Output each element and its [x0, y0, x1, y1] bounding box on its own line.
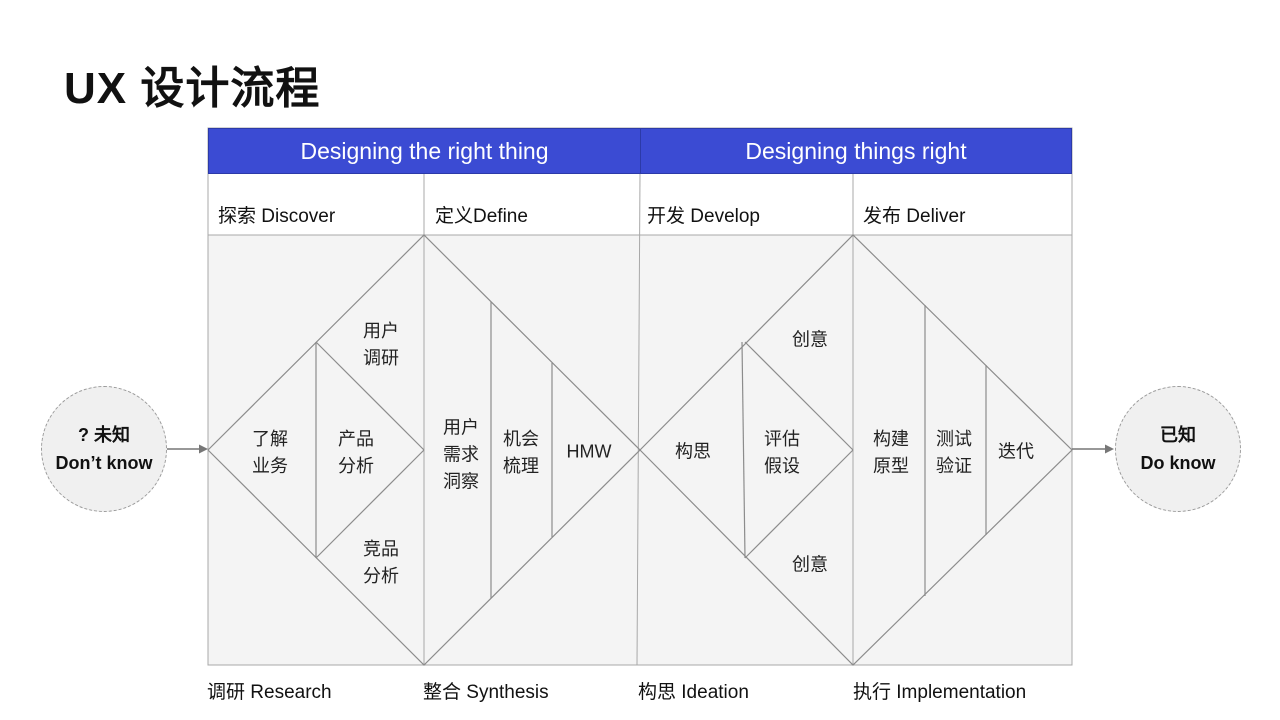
phase-panel-define — [424, 235, 640, 665]
item-user-needs-insight: 用户 需求 洞察 — [443, 417, 479, 492]
item-iterate: 迭代 — [998, 441, 1034, 462]
stage-label-ideation: 构思 Ideation — [638, 682, 749, 703]
header-designing-right-thing: Designing the right thing — [208, 128, 641, 174]
arrow-head — [1105, 444, 1114, 454]
item-product-analysis: 产品 分析 — [338, 429, 374, 476]
stage-label-implementation: 执行 Implementation — [853, 682, 1027, 703]
item-creative-top: 创意 — [792, 329, 828, 350]
start-node-dont-know: ? 未知 Don’t know — [41, 386, 167, 512]
end-node-do-know: 已知 Do know — [1115, 386, 1241, 512]
start-node-line1: ? 未知 — [78, 425, 130, 445]
item-evaluate-hypothesis: 评估 假设 — [764, 429, 800, 476]
item-build-prototype: 构建 原型 — [873, 429, 909, 476]
page-title: UX 设计流程 — [64, 64, 321, 113]
phase-panel-deliver — [853, 235, 1072, 665]
diamond-develop-edge — [639, 234, 1073, 666]
phase-label-discover: 探索 Discover — [218, 206, 336, 227]
discover-inner-line — [315, 449, 425, 559]
stage-label-synthesis: 整合 Synthesis — [423, 682, 549, 703]
column-divider — [636, 173, 641, 666]
phase-label-define: 定义Define — [435, 206, 528, 227]
item-creative-bottom: 创意 — [792, 554, 828, 575]
end-node-line2: Do know — [1140, 453, 1216, 473]
item-opportunity-mapping: 机会 梳理 — [503, 429, 539, 476]
start-node-line2: Don’t know — [55, 453, 153, 473]
develop-inner-line — [741, 341, 746, 559]
phase-label-deliver: 发布 Deliver — [863, 206, 966, 227]
header-designing-things-right: Designing things right — [640, 128, 1072, 174]
discover-inner-line — [315, 341, 425, 451]
stage-label-research: 调研 Research — [207, 682, 332, 703]
develop-inner-line — [744, 449, 854, 559]
item-test-validate: 测试 验证 — [936, 429, 972, 476]
phase-panel-develop — [640, 235, 853, 665]
item-hmw: HMW — [566, 441, 612, 462]
phase-label-develop: 开发 Develop — [647, 206, 760, 227]
item-user-research: 用户 调研 — [363, 321, 399, 368]
item-ideation: 构思 — [675, 441, 711, 462]
item-understand-business: 了解 业务 — [252, 429, 288, 476]
develop-inner-line — [744, 341, 854, 451]
item-competitor-analysis: 竞品 分析 — [363, 539, 399, 586]
end-node-line1: 已知 — [1160, 425, 1196, 445]
arrow-head — [199, 444, 208, 454]
